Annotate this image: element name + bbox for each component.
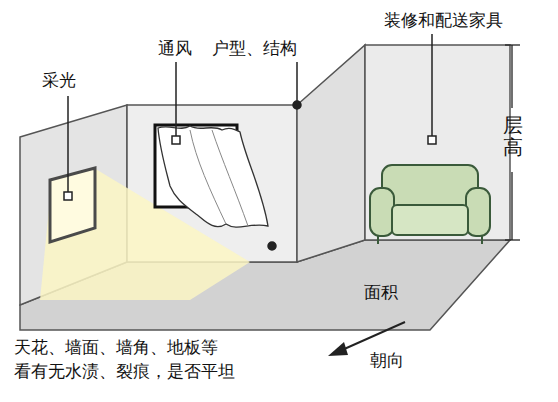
callout-label: 装修和配送家具 [384, 10, 503, 31]
callout-label: 通风 [158, 38, 192, 59]
area-label: 面积 [364, 282, 398, 303]
dimension-label: 层高 [503, 114, 523, 158]
right-wall [365, 45, 510, 240]
inspection-note: 天花、墙面、墙角、地板等 看有无水渍、裂痕，是否平坦 [14, 336, 264, 384]
curtain-folds [190, 130, 248, 226]
callout-label: 采光 [42, 70, 76, 91]
side-wall [297, 45, 365, 262]
arrow-head [328, 342, 348, 356]
callout-label: 户型、结构 [212, 38, 297, 59]
leader-lines [64, 34, 436, 250]
window-frame [50, 168, 95, 242]
sofa [370, 165, 490, 244]
orientation-arrow [342, 322, 405, 350]
orientation-label: 朝向 [370, 350, 404, 371]
curtain [158, 126, 268, 227]
